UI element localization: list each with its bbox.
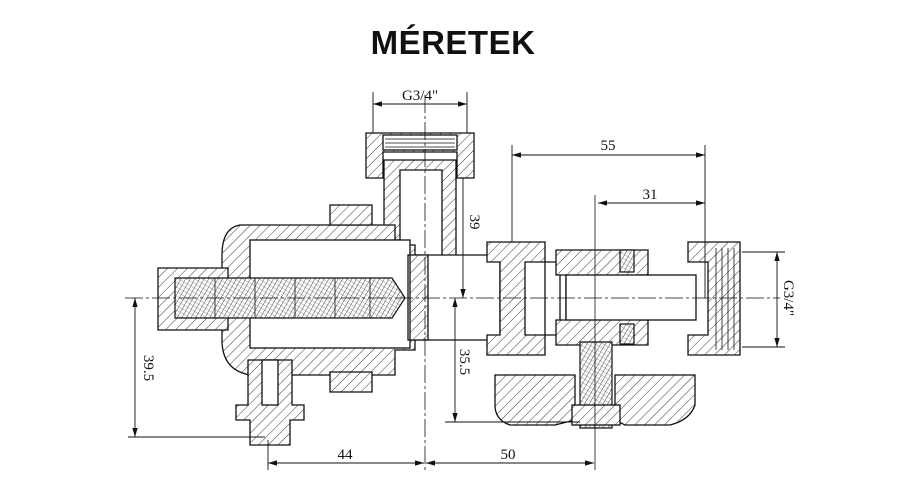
dim-55: 55 bbox=[601, 138, 616, 154]
dim-31: 31 bbox=[643, 187, 658, 203]
dim-44: 44 bbox=[338, 447, 354, 463]
valve-body bbox=[157, 132, 741, 446]
dimension-lines bbox=[128, 92, 785, 470]
handle bbox=[494, 374, 576, 426]
upper-clip bbox=[329, 204, 373, 226]
page-title: MÉRETEK bbox=[370, 24, 536, 61]
top-nut-thread bbox=[382, 134, 458, 151]
outlet-nut bbox=[687, 241, 741, 356]
dim-39-5: 39.5 bbox=[140, 355, 156, 381]
dim-right-thread: G3/4" bbox=[780, 280, 796, 316]
dim-50: 50 bbox=[501, 447, 516, 463]
lower-clip bbox=[329, 371, 373, 393]
dim-39: 39 bbox=[466, 215, 482, 230]
dim-top-thread: G3/4" bbox=[402, 88, 438, 104]
dim-35-5: 35.5 bbox=[456, 349, 472, 375]
